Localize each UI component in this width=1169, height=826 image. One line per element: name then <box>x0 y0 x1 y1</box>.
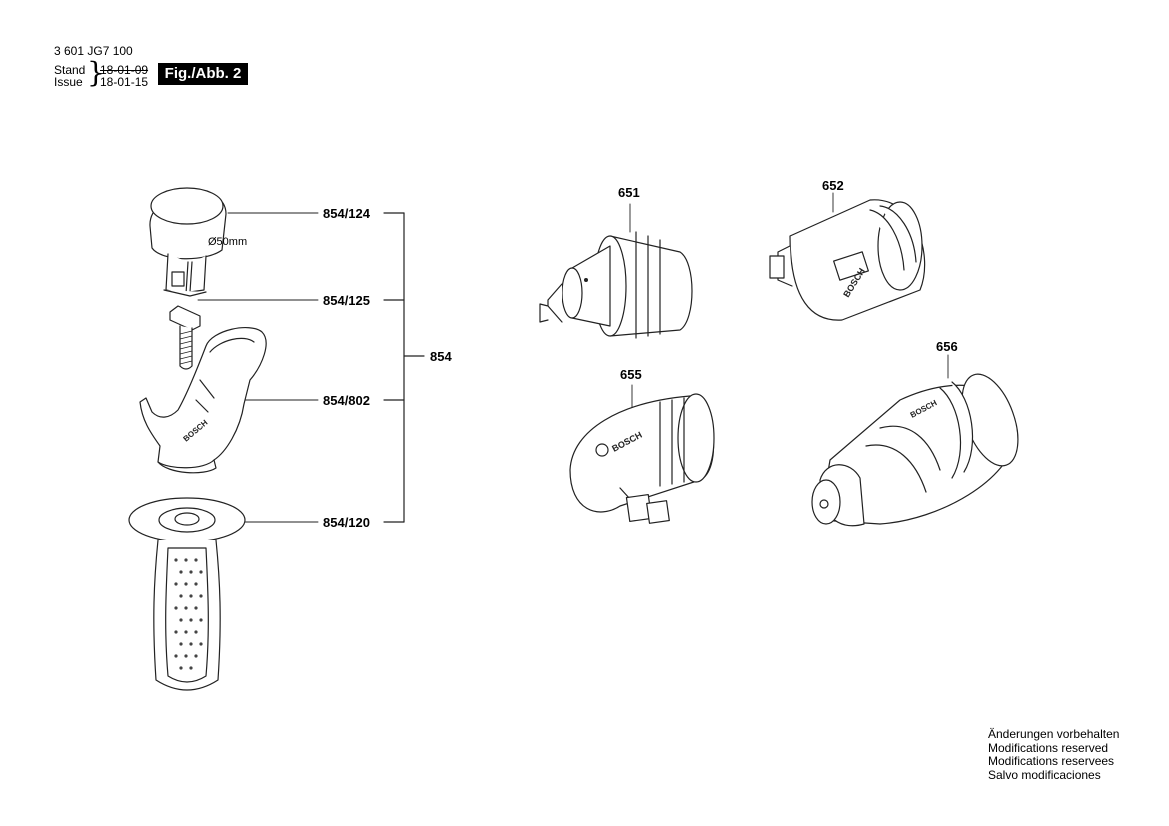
note-es: Salvo modificaciones <box>988 767 1101 782</box>
part-label-656: 656 <box>936 339 958 354</box>
issue-label: Issue <box>54 75 83 89</box>
side-handle-part <box>128 497 246 691</box>
figure-label: Fig./Abb. 2 <box>158 63 248 85</box>
bolt-part <box>169 305 201 370</box>
note-fr: Modifications reservees <box>988 754 1115 768</box>
grip-texture <box>174 558 203 670</box>
note-en: Modifications reserved <box>988 740 1109 755</box>
part-label-854-124: 854/124 <box>323 206 370 221</box>
part-label-652: 652 <box>822 178 844 193</box>
part-label-651: 651 <box>618 185 640 200</box>
drill-chuck-651 <box>539 231 693 339</box>
document-number: 3 601 JG7 100 <box>54 44 133 58</box>
issue-date: 18-01-15 <box>100 75 149 89</box>
part-label-854-125: 854/125 <box>323 293 370 308</box>
assembly-bracket <box>383 212 425 523</box>
stand-label: Stand <box>54 63 86 77</box>
part-label-854-120: 854/120 <box>323 515 370 530</box>
footer-notes: Änderungen vorbehalten Modifications res… <box>988 727 1120 782</box>
brace-symbol: } <box>87 56 105 89</box>
stand-date: 18-01-09 <box>100 63 149 77</box>
bit-holder-652: BOSCH <box>769 199 926 321</box>
note-de: Änderungen vorbehalten <box>988 727 1120 741</box>
part-label-854-802: 854/802 <box>323 393 370 408</box>
angle-attachment-655: BOSCH <box>569 393 715 524</box>
handle-mount-part: BOSCH <box>139 327 267 474</box>
part-label-655: 655 <box>620 367 642 382</box>
diameter-annotation: Ø50mm <box>208 236 248 248</box>
part-label-854: 854 <box>430 349 452 364</box>
eccentric-chuck-656: BOSCH <box>811 373 1019 527</box>
leader-lines <box>197 192 949 523</box>
clamp-band-part <box>149 187 227 297</box>
